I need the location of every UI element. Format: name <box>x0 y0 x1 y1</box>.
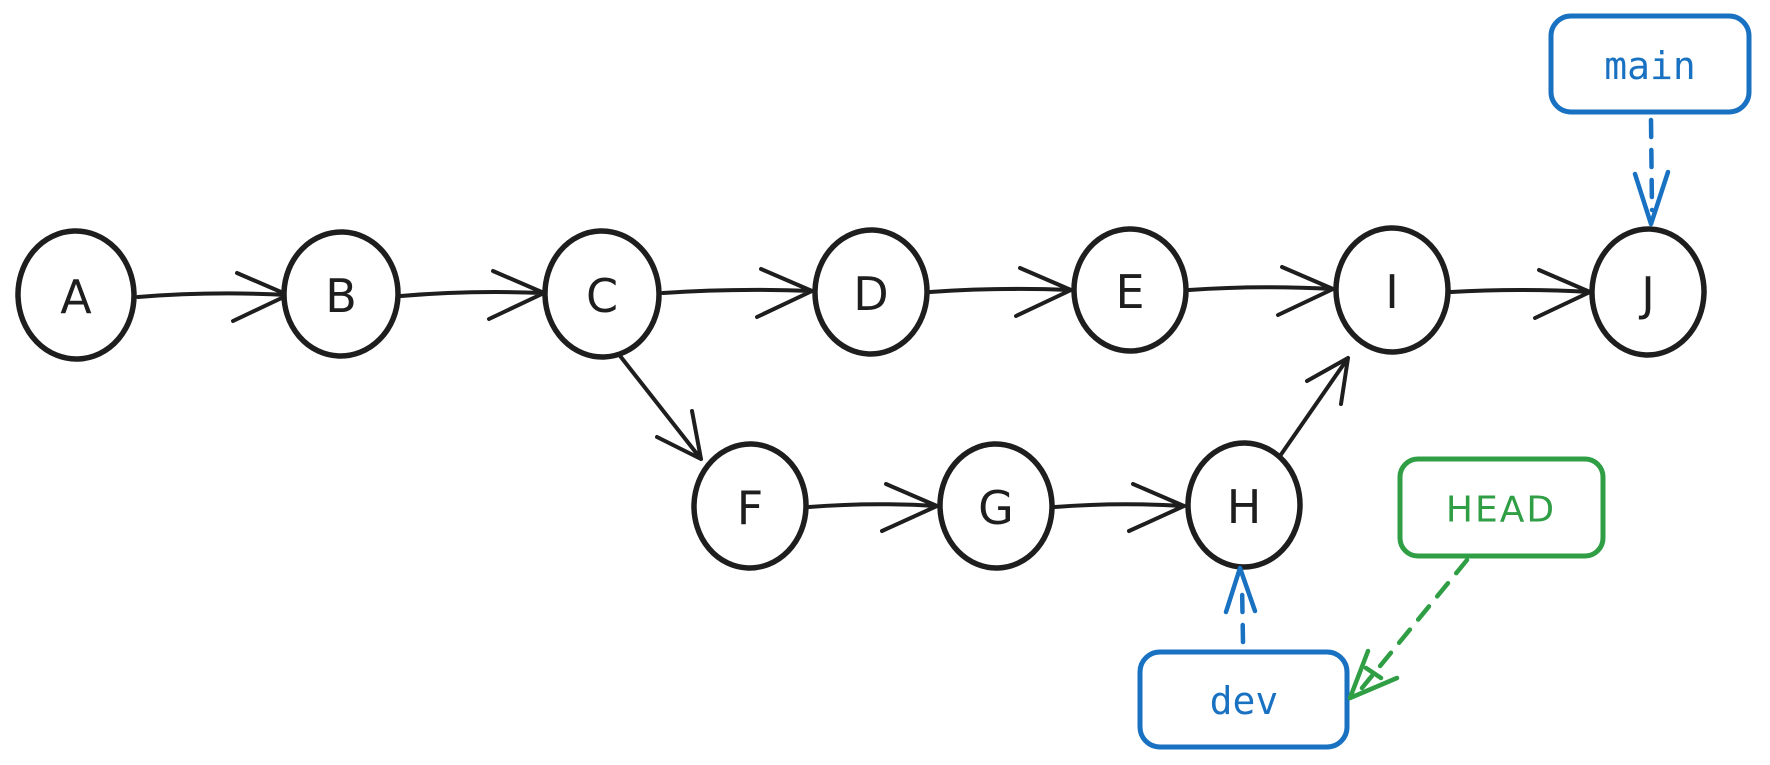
commit-node-d: D <box>812 227 930 357</box>
commit-node-a-label: A <box>60 270 92 324</box>
dev-pointer-dashed-line <box>1239 581 1246 645</box>
edge-c-f <box>615 350 703 461</box>
commit-node-h-label: H <box>1227 480 1262 534</box>
commit-node-i: I <box>1333 225 1451 355</box>
commit-node-j-circle <box>1589 226 1707 358</box>
dev-pointer-arrowhead <box>1223 565 1258 615</box>
head-label: HEAD <box>1446 490 1556 531</box>
edge-f-g <box>807 482 939 533</box>
commit-node-c-label: C <box>586 269 618 323</box>
commit-nodes: A B C D E F G H <box>15 225 1707 571</box>
commit-node-i-label: I <box>1385 265 1399 319</box>
commit-node-e: E <box>1071 226 1189 354</box>
commit-node-g-circle <box>937 441 1055 571</box>
dev-branch-box <box>1137 649 1350 750</box>
edge-c-d <box>661 267 814 319</box>
head-pointer: HEAD <box>1347 456 1606 701</box>
edge-i-j <box>1449 268 1592 320</box>
edge-d-e <box>928 266 1073 318</box>
commit-node-e-label: E <box>1115 265 1144 319</box>
head-pointer-arrowhead <box>1347 648 1400 701</box>
commit-node-e-circle <box>1071 226 1189 354</box>
commit-node-f: F <box>691 441 809 571</box>
commit-node-b-label: B <box>325 269 357 323</box>
commit-node-j: J <box>1589 226 1707 358</box>
dev-branch-label: dev <box>1210 679 1279 723</box>
commit-node-b-circle <box>281 229 401 359</box>
commit-edges <box>136 265 1592 533</box>
edge-h-i <box>1278 356 1350 458</box>
commit-node-f-label: F <box>737 481 763 535</box>
commit-node-d-circle <box>812 227 930 357</box>
head-pointer-dashed-line <box>1359 557 1470 691</box>
commit-node-c-circle <box>542 228 662 360</box>
commit-node-h: H <box>1185 440 1303 570</box>
main-pointer-arrowhead <box>1632 169 1671 227</box>
commit-node-i-circle <box>1333 225 1451 355</box>
commit-node-a: A <box>15 228 137 362</box>
edge-g-h <box>1053 482 1186 533</box>
commit-node-j-label: J <box>1638 267 1655 321</box>
commit-node-g: G <box>937 441 1055 571</box>
commit-node-c: C <box>542 228 662 360</box>
main-pointer-dashed-line <box>1648 117 1655 213</box>
edge-e-i <box>1187 265 1335 317</box>
head-box <box>1397 456 1606 559</box>
commit-node-g-label: G <box>978 481 1014 535</box>
commit-node-b: B <box>281 229 401 359</box>
edge-b-c <box>399 269 546 321</box>
branch-pointer-dev: dev <box>1137 565 1350 750</box>
edge-a-b <box>136 271 290 323</box>
branch-pointer-main: main <box>1548 13 1752 227</box>
commit-node-h-circle <box>1185 440 1303 570</box>
main-branch-label: main <box>1604 44 1696 88</box>
main-branch-box <box>1548 13 1752 115</box>
commit-node-a-circle <box>15 228 137 362</box>
commit-node-d-label: D <box>853 267 888 321</box>
commit-node-f-circle <box>691 441 809 571</box>
